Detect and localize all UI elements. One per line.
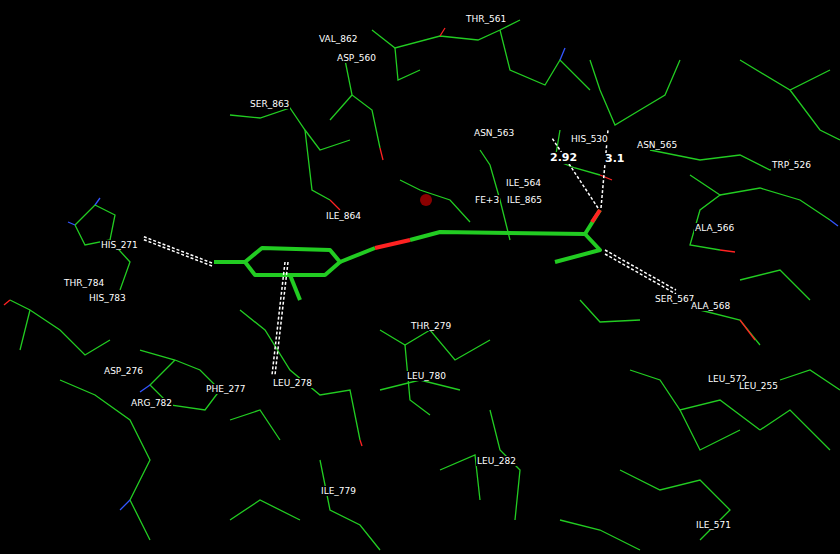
residue-label: ASN_565 bbox=[636, 140, 678, 150]
residue-label: ILE_864 bbox=[325, 211, 362, 221]
residue-label: ALA_566 bbox=[694, 223, 735, 233]
residue-label: HIS_271 bbox=[100, 240, 139, 250]
residue-label: TRP_526 bbox=[771, 160, 812, 170]
residue-label: THR_279 bbox=[410, 321, 452, 331]
residue-label: ASP_276 bbox=[103, 366, 144, 376]
residue-label: ASP_560 bbox=[336, 53, 377, 63]
residue-label: LEU_282 bbox=[476, 456, 517, 466]
residue-label: ALA_568 bbox=[690, 301, 731, 311]
residue-label: PHE_277 bbox=[205, 384, 247, 394]
residue-label: HIS_783 bbox=[88, 293, 127, 303]
residue-label: ILE_865 bbox=[506, 195, 543, 205]
residue-label: ILE_571 bbox=[695, 520, 732, 530]
residue-label: ILE_564 bbox=[505, 178, 542, 188]
residue-label: ILE_779 bbox=[320, 486, 357, 496]
residue-label: HIS_530 bbox=[570, 134, 609, 144]
residue-label: VAL_862 bbox=[318, 34, 358, 44]
residue-label: LEU_278 bbox=[272, 378, 313, 388]
residue-label: ARG_782 bbox=[130, 398, 173, 408]
residue-label: LEU_780 bbox=[406, 371, 447, 381]
distance-label: 2.92 bbox=[549, 152, 578, 164]
residue-label: LEU_255 bbox=[738, 381, 779, 391]
residue-label: THR_784 bbox=[63, 278, 105, 288]
distance-label: 3.1 bbox=[604, 153, 626, 165]
residue-label: SER_863 bbox=[249, 99, 290, 109]
residue-label: THR_561 bbox=[465, 14, 507, 24]
residue-label: ASN_563 bbox=[473, 128, 515, 138]
residue-label: FE+3 bbox=[474, 195, 500, 205]
